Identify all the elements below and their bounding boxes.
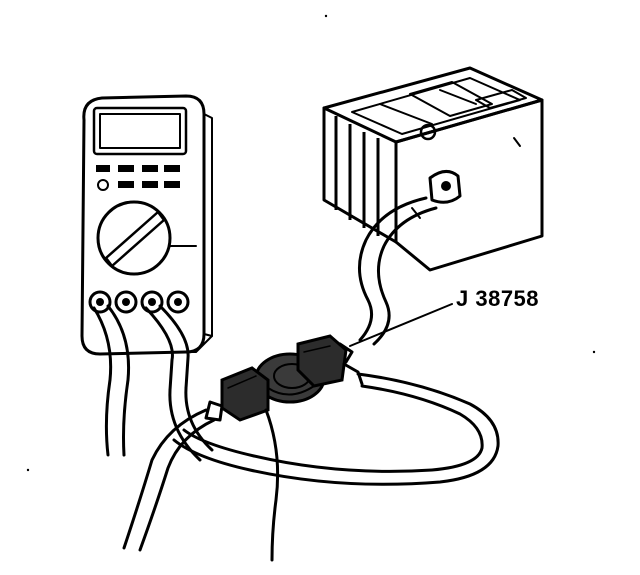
meter-leads bbox=[92, 304, 190, 457]
battery-cable bbox=[357, 196, 438, 346]
meter-buttons bbox=[96, 165, 180, 191]
clamp-tool-icon bbox=[204, 334, 364, 422]
callout-leader bbox=[349, 303, 453, 347]
battery-icon bbox=[322, 66, 544, 272]
test-cable-loop bbox=[122, 372, 500, 562]
rotary-dial-icon bbox=[96, 200, 197, 276]
tool-callout-label: J 38758 bbox=[456, 286, 540, 311]
stray-marks bbox=[26, 14, 596, 472]
meter-jacks bbox=[88, 290, 190, 314]
multimeter-icon bbox=[80, 94, 213, 356]
